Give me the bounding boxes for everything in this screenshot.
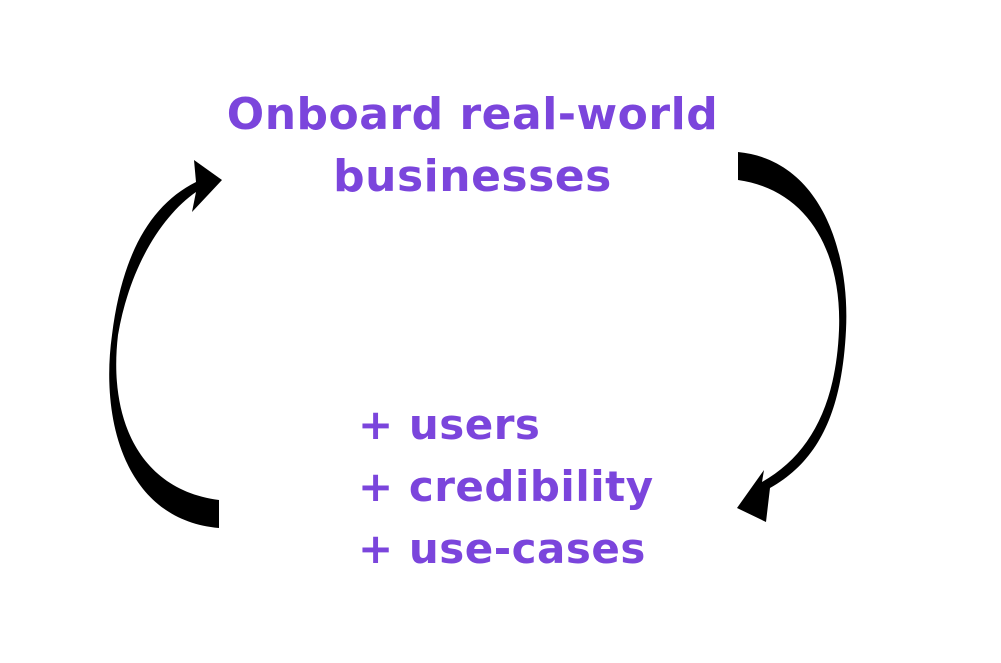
benefit-item: + use-cases [358,524,646,573]
benefits-list: + users + credibility + use-cases [358,394,654,580]
benefit-item: + users [358,400,541,449]
diagram-title: Onboard real-world businesses [200,84,745,208]
title-line-2: businesses [333,151,612,202]
benefit-item: + credibility [358,462,654,511]
title-line-1: Onboard real-world [226,89,719,140]
